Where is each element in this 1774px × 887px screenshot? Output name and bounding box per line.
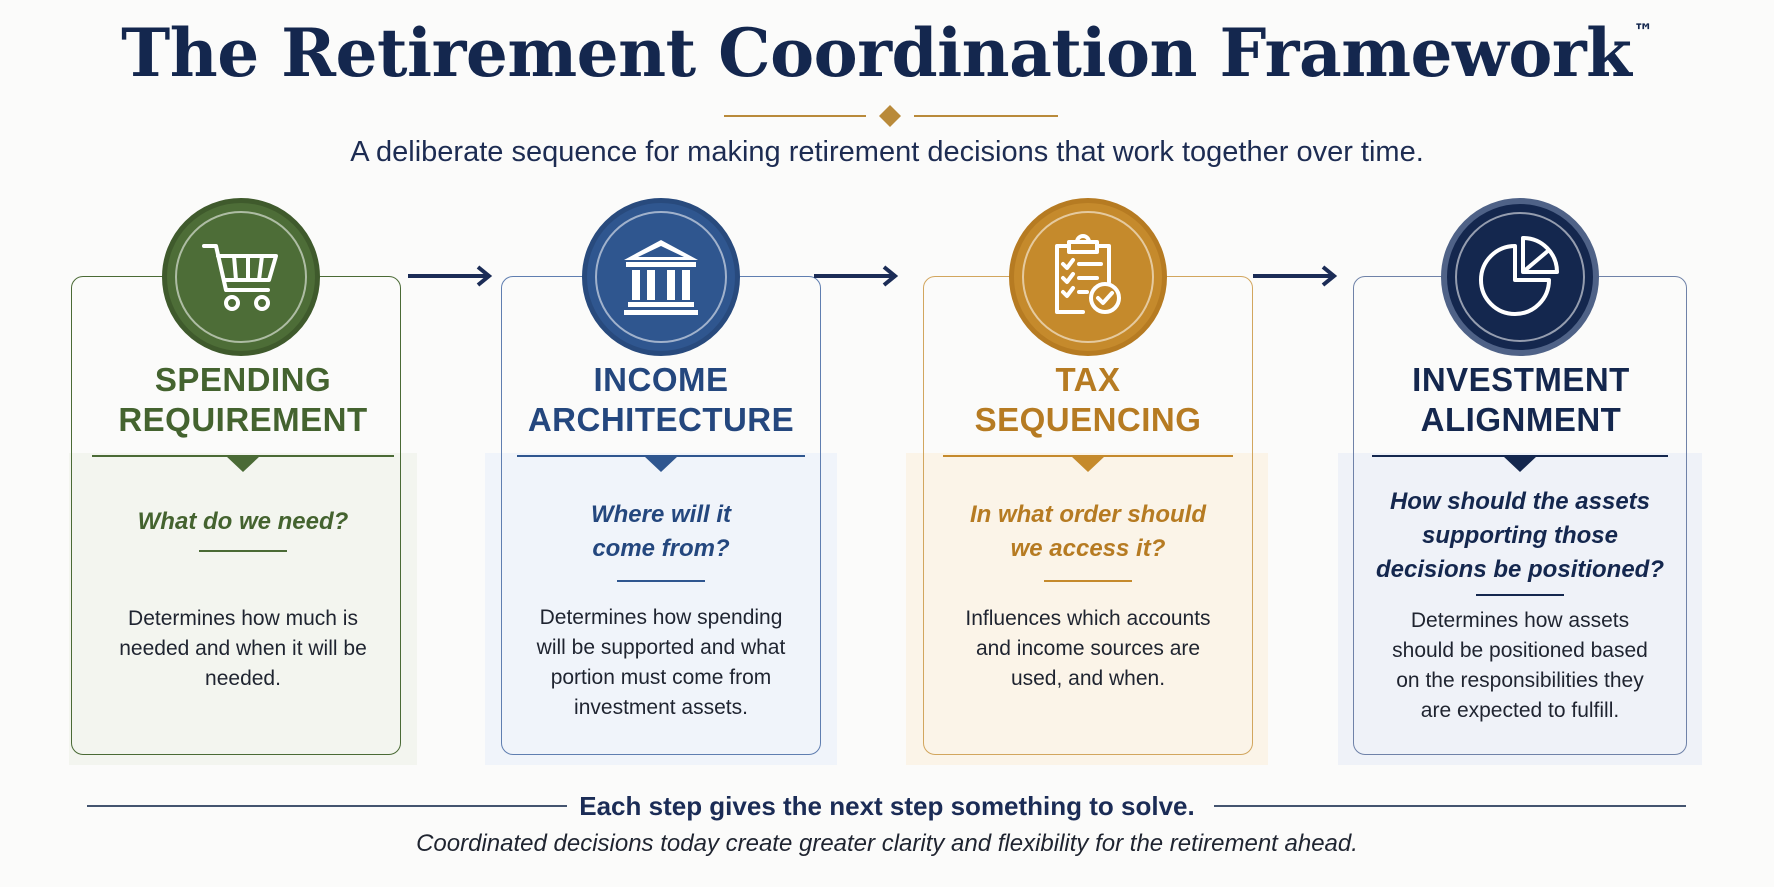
title-ornament — [724, 105, 1058, 127]
step-title-spending: SPENDING REQUIREMENT — [73, 360, 413, 440]
question-underline — [199, 550, 287, 552]
pie-chart-icon — [1479, 236, 1559, 316]
arrow-right-icon — [408, 265, 493, 287]
card-shade-spending — [69, 453, 417, 765]
clipboard-checklist-icon — [1055, 234, 1121, 314]
step-title-line1: INVESTMENT — [1412, 361, 1630, 398]
title-text: The Retirement Coordination Framework — [121, 14, 1632, 92]
arrow-right-icon — [1253, 265, 1338, 287]
step-description-spending: Determines how much is needed and when i… — [119, 607, 367, 690]
step-badge-tax — [1009, 198, 1167, 356]
step-title-income: INCOME ARCHITECTURE — [491, 360, 831, 440]
footer-rule-right — [1214, 805, 1686, 807]
page-subtitle: A deliberate sequence for making retirem… — [350, 136, 1424, 168]
step-question-income: Where will it come from? — [590, 501, 731, 562]
step-title-line1: INCOME — [593, 361, 729, 398]
step-title-line2: ALIGNMENT — [1420, 401, 1622, 438]
question-underline — [617, 580, 705, 582]
footer-headline: Each step gives the next step something … — [579, 791, 1195, 821]
step-question-spending: What do we need? — [137, 508, 349, 535]
shopping-cart-icon — [202, 244, 278, 311]
step-badge-investment — [1441, 198, 1599, 356]
question-underline — [1476, 594, 1564, 596]
pointer-notch — [1503, 456, 1537, 472]
step-title-investment: INVESTMENT ALIGNMENT — [1351, 360, 1691, 440]
pointer-notch — [1071, 456, 1105, 472]
card-shade-income — [485, 453, 837, 765]
step-description-tax: Influences which accounts and income sou… — [965, 607, 1211, 690]
pointer-notch — [226, 456, 260, 472]
card-shade-tax — [906, 453, 1268, 765]
step-title-line1: TAX — [1055, 361, 1121, 398]
question-underline — [1044, 580, 1132, 582]
step-question-investment: How should the assets supporting those d… — [1375, 488, 1665, 583]
step-badge-income — [582, 198, 740, 356]
footer-tagline: Coordinated decisions today create great… — [416, 830, 1358, 857]
step-badge-spending — [162, 198, 320, 356]
card-shade-investment — [1338, 453, 1702, 765]
pointer-notch — [644, 456, 678, 472]
step-description-income: Determines how spending will be supporte… — [536, 606, 786, 719]
step-description-investment: Determines how assets should be position… — [1392, 609, 1648, 722]
step-title-line2: SEQUENCING — [974, 401, 1202, 438]
arrow-right-icon — [814, 265, 899, 287]
step-title-line2: ARCHITECTURE — [527, 401, 795, 438]
step-title-line2: REQUIREMENT — [118, 401, 368, 438]
step-question-tax: In what order should we access it? — [969, 501, 1206, 562]
step-title-line1: SPENDING — [154, 361, 332, 398]
trademark-symbol: ™ — [1633, 19, 1653, 43]
bank-building-icon — [624, 240, 698, 315]
footer-rule-left — [87, 805, 567, 807]
step-title-tax: TAX SEQUENCING — [918, 360, 1258, 440]
